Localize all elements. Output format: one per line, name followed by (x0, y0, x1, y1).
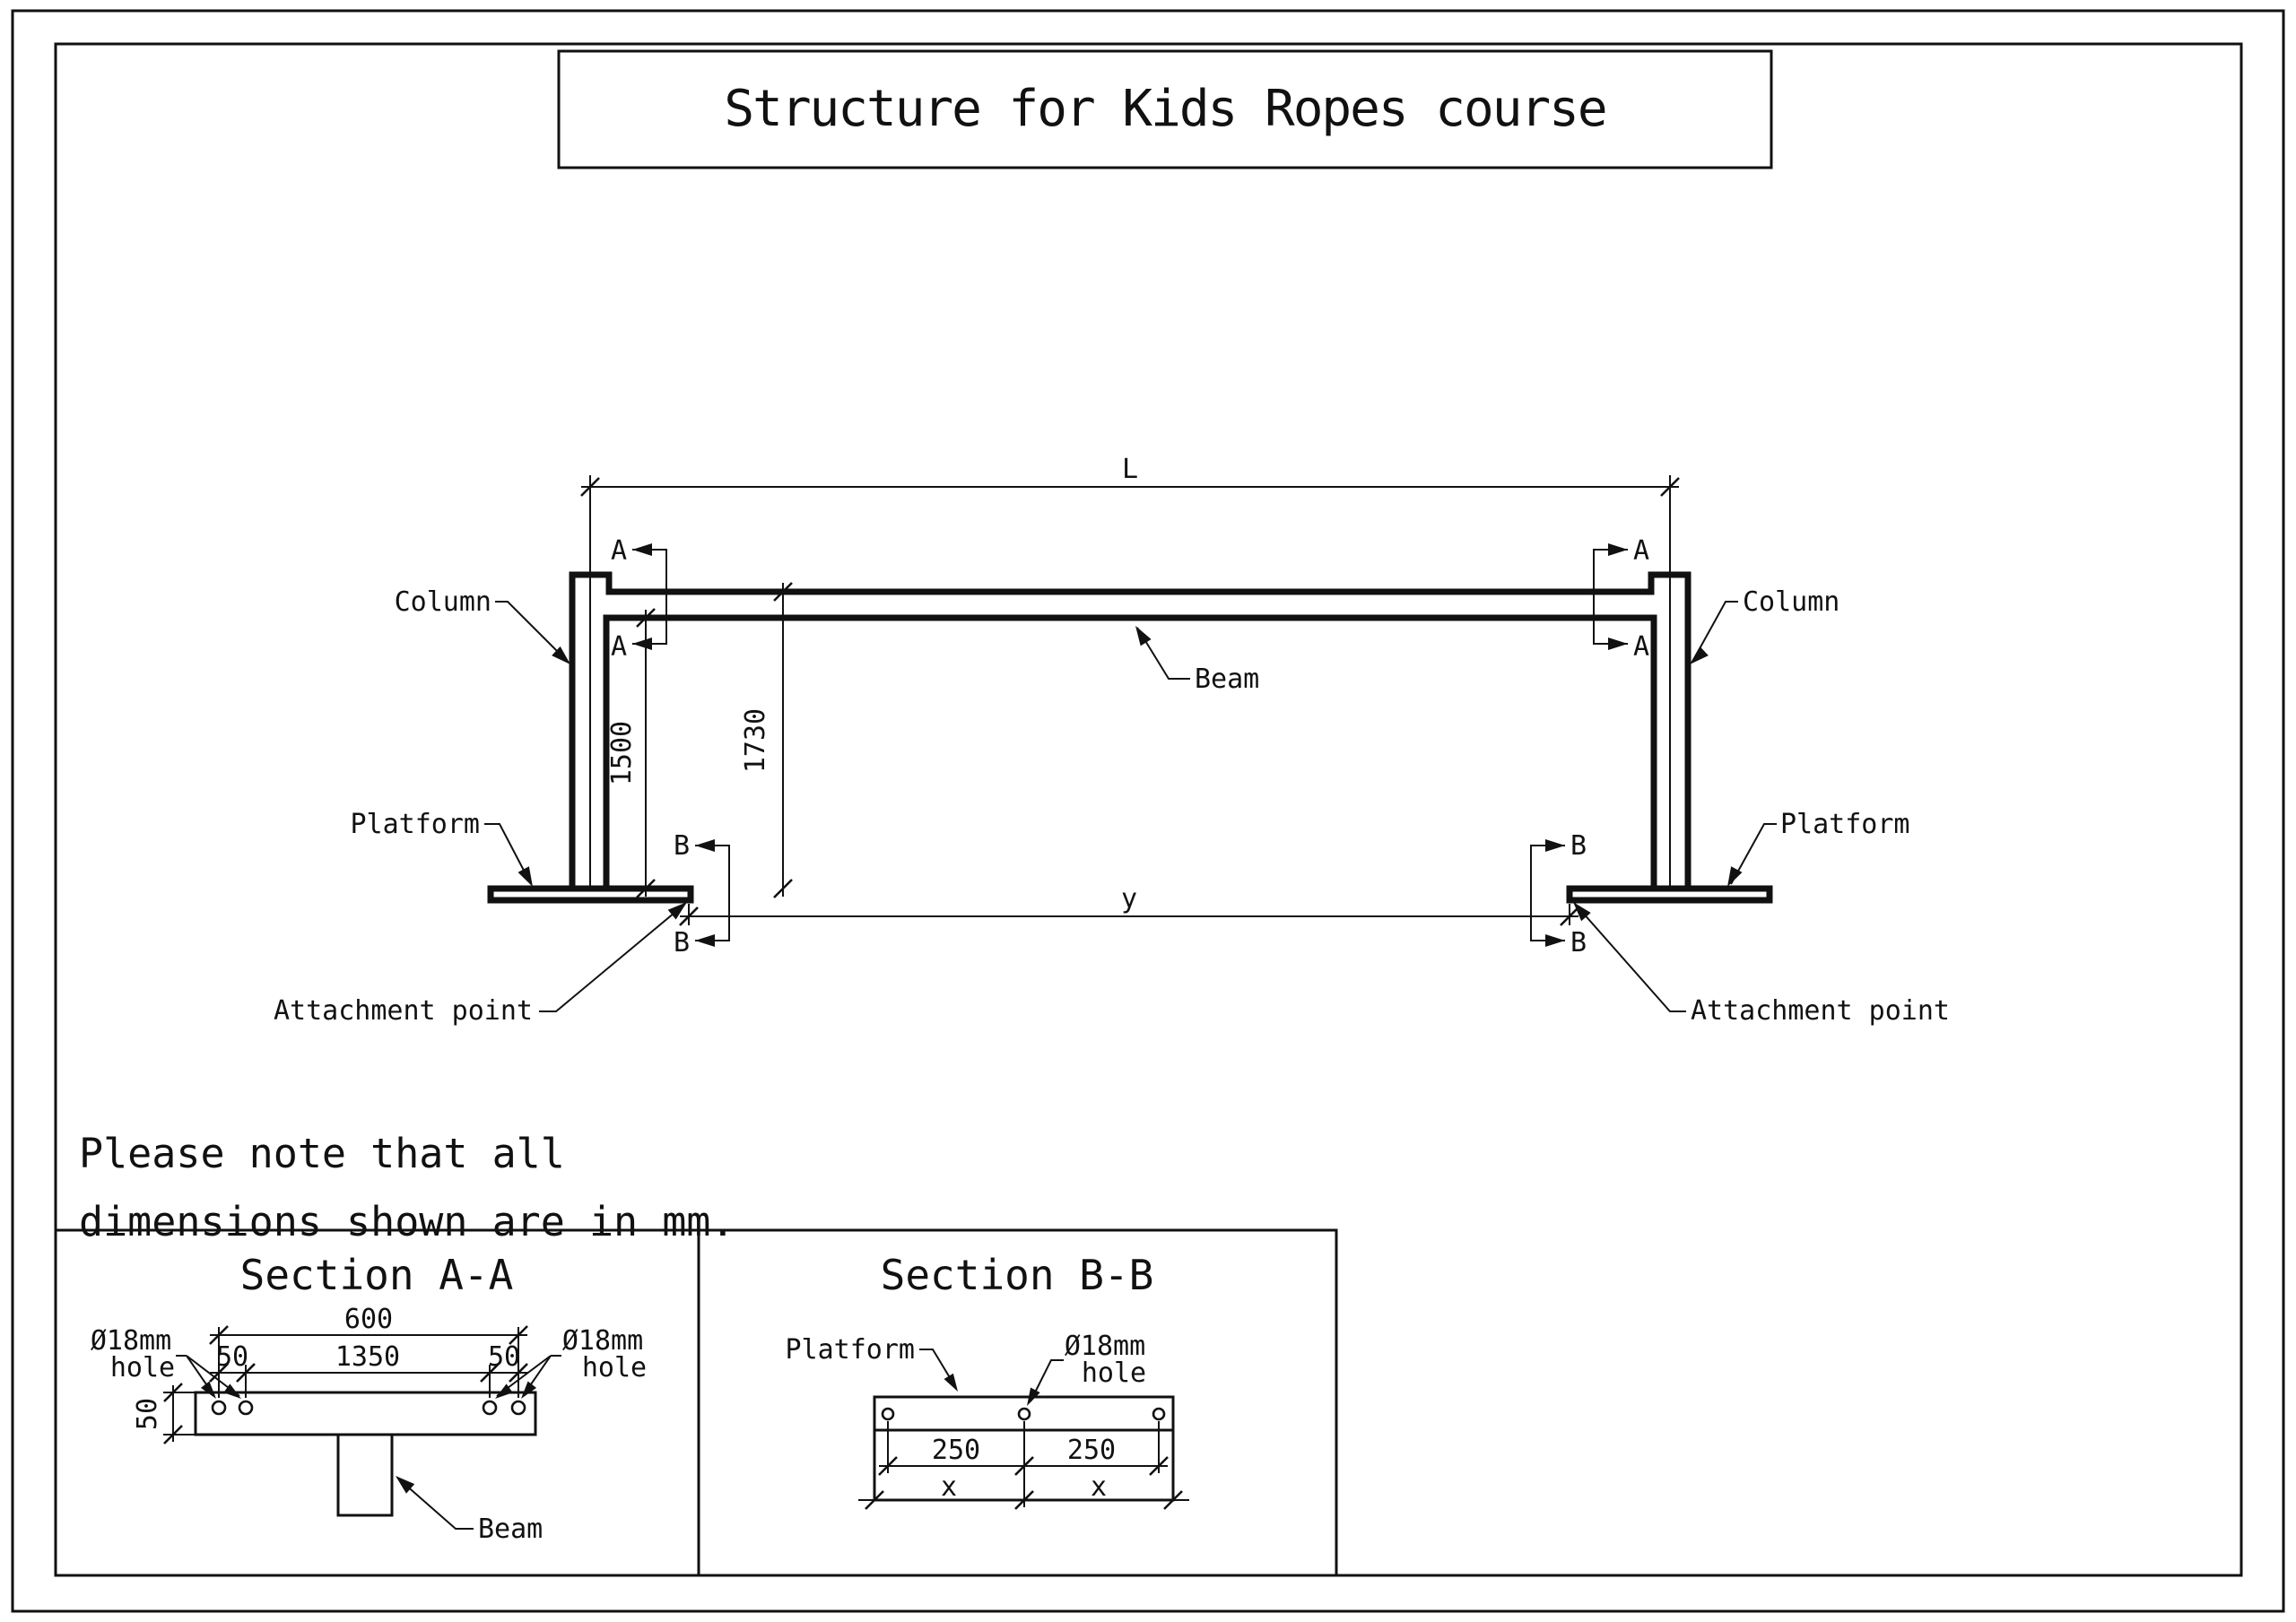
dim-label-1730: 1730 (740, 708, 771, 773)
attachment-point-label: Attachment point (1691, 995, 1950, 1027)
section-a-view: Section A-A 600 50 1350 50 (91, 1251, 647, 1545)
dim-label-600: 600 (344, 1304, 393, 1335)
label-platform-right: Platform (1727, 809, 1910, 887)
right-platform (1566, 885, 1773, 904)
section-b-view: Section B-B 250 250 x x Platform (786, 1251, 1189, 1510)
section-cut-b-right: B B (1530, 830, 1587, 958)
section-marker-a: A (1633, 631, 1649, 663)
dim-1730: 1730 (740, 582, 793, 898)
dim-label-250-right: 250 (1067, 1435, 1116, 1466)
dim-label-50-right: 50 (488, 1341, 520, 1373)
bolt-hole (238, 1400, 254, 1416)
label-column-left: Column (395, 586, 570, 664)
bolt-hole (881, 1407, 895, 1421)
section-b-box (697, 1228, 1338, 1577)
hole-dia-label: Ø18mm (91, 1325, 171, 1357)
attachment-point-label: Attachment point (274, 995, 533, 1027)
section-b-platform-label: Platform (786, 1334, 958, 1392)
dim-1500: 1500 (606, 608, 656, 898)
label-beam: Beam (1135, 626, 1259, 695)
section-b-dims: 250 250 x x (858, 1421, 1189, 1510)
section-marker-b: B (1570, 830, 1587, 862)
columns-and-beam-top-outline (569, 571, 1692, 892)
section-b-hole-label: Ø18mm hole (1027, 1331, 1146, 1406)
bolt-hole (510, 1400, 526, 1416)
title-box (557, 49, 1773, 169)
label-attachment-right: Attachment point (1573, 902, 1950, 1027)
section-marker-b: B (674, 927, 690, 958)
section-a-beam-label: Beam (396, 1476, 543, 1545)
outer-border (11, 9, 2285, 1613)
hole-dia-label: Ø18mm (1065, 1331, 1145, 1362)
label-column-right: Column (1690, 586, 1839, 664)
note-line-2: dimensions shown are in mm. (79, 1198, 735, 1245)
bolt-hole (482, 1400, 498, 1416)
dim-label-1500: 1500 (606, 721, 638, 785)
dim-label-y: y (1121, 883, 1137, 915)
section-marker-b: B (674, 830, 690, 862)
dim-label-x-left: x (941, 1471, 957, 1503)
hole-dia-label: Ø18mm (562, 1325, 643, 1357)
label-platform-left: Platform (351, 809, 533, 887)
section-b-title: Section B-B (881, 1251, 1154, 1299)
section-marker-a: A (611, 631, 627, 663)
beam-label: Beam (1195, 664, 1259, 695)
page-title: Structure for Kids Ropes course (724, 80, 1605, 138)
section-a-title: Section A-A (240, 1251, 514, 1299)
section-a-dims: 600 50 1350 50 50 (132, 1304, 528, 1444)
left-platform (487, 885, 694, 904)
beam-label: Beam (478, 1514, 543, 1545)
section-marker-a: A (611, 535, 627, 567)
section-cut-a-right: A A (1593, 535, 1649, 663)
hole-label: hole (110, 1352, 175, 1383)
platform-label: Platform (1780, 809, 1910, 840)
hole-label: hole (582, 1352, 647, 1383)
section-a-beam (336, 1433, 394, 1517)
platform-label: Platform (351, 809, 481, 840)
note-line-1: Please note that all (79, 1130, 565, 1177)
columns-and-beam-bottom-outline (603, 614, 1657, 892)
column-label: Column (1743, 586, 1839, 618)
dim-label-250-left: 250 (932, 1435, 980, 1466)
dim-label-1350: 1350 (335, 1341, 400, 1373)
dim-label-x-right: x (1091, 1471, 1107, 1503)
column-label: Column (395, 586, 491, 618)
section-cut-b-left: B B (674, 830, 730, 958)
bolt-hole (211, 1400, 227, 1416)
dim-span-L: L (580, 454, 1680, 497)
elevation-view (487, 475, 1773, 904)
platform-label: Platform (786, 1334, 916, 1366)
units-note: Please note that all dimensions shown ar… (79, 1130, 735, 1245)
section-a-hole-label-right: Ø18mm hole (495, 1325, 647, 1399)
hole-label: hole (1082, 1357, 1146, 1389)
title-block: Structure for Kids Ropes course (557, 49, 1773, 169)
section-marker-b: B (1570, 927, 1587, 958)
bolt-hole (1017, 1407, 1031, 1421)
section-cut-a-left: A A (611, 535, 667, 663)
dim-label-plate-thickness: 50 (132, 1398, 163, 1430)
label-attachment-left: Attachment point (274, 902, 687, 1027)
dim-label-L: L (1122, 454, 1138, 485)
dim-label-50-left: 50 (216, 1341, 248, 1373)
bolt-hole (1152, 1407, 1166, 1421)
dim-y: y (679, 883, 1579, 926)
section-a-hole-label-left: Ø18mm hole (91, 1325, 241, 1399)
section-marker-a: A (1633, 535, 1649, 567)
